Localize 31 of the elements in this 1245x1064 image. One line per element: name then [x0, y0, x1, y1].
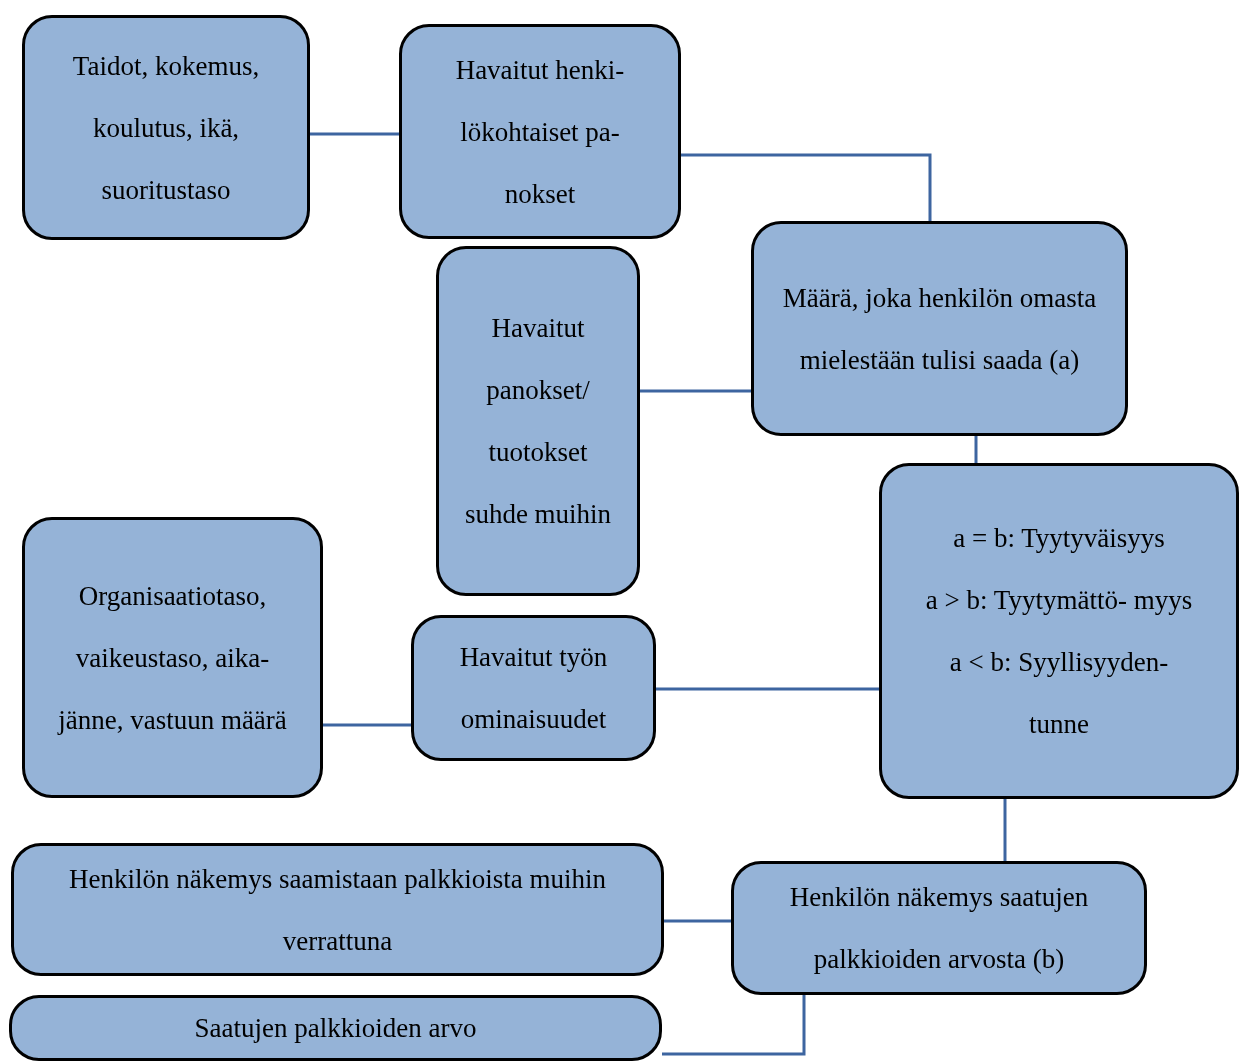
box-text: Saatujen palkkioiden arvo — [194, 1012, 477, 1045]
connector-line — [656, 687, 879, 691]
box-text: a > b: Tyytymättö- myys — [925, 584, 1193, 617]
box-text: Organisaatiotaso, vaikeustaso, aika- jänne, vastuun määrä — [56, 579, 288, 737]
box-text: Havaitut henki- lökohtaiset pa- nokset — [454, 53, 626, 211]
connector-line — [662, 995, 806, 1056]
box-text: Havaitut panokset/ tuotokset suhde muihin — [463, 312, 613, 531]
process-box — [411, 615, 656, 761]
process-box — [399, 24, 681, 239]
process-box — [11, 843, 664, 976]
connector-line — [323, 723, 411, 727]
process-box — [751, 221, 1128, 436]
connector-line — [310, 132, 399, 136]
connector-line — [664, 919, 731, 923]
box-text: Havaitut työn ominaisuudet — [458, 641, 609, 736]
process-box — [22, 15, 310, 240]
connector-line — [640, 389, 751, 393]
connector-line — [974, 436, 978, 463]
process-box — [436, 246, 640, 596]
process-box — [9, 995, 662, 1061]
process-box — [879, 463, 1239, 799]
connector-line — [1003, 799, 1007, 861]
box-text: a = b: Tyytyväisyys — [953, 522, 1165, 555]
box-text: Taidot, kokemus, koulutus, ikä, suoritustaso — [71, 49, 261, 207]
box-text: a < b: Syyllisyyden- tunne — [948, 646, 1170, 741]
box-text: Henkilön näkemys saatujen palkkioiden arvosta (b) — [788, 881, 1090, 976]
box-text: Määrä, joka henkilön omasta mielestään tulisi saada (a) — [781, 281, 1098, 377]
connector-line — [681, 153, 932, 221]
box-text: Henkilön näkemys saamistaan palkkioista muihin verrattuna — [68, 862, 607, 958]
process-box — [731, 861, 1147, 995]
process-box — [22, 517, 323, 798]
